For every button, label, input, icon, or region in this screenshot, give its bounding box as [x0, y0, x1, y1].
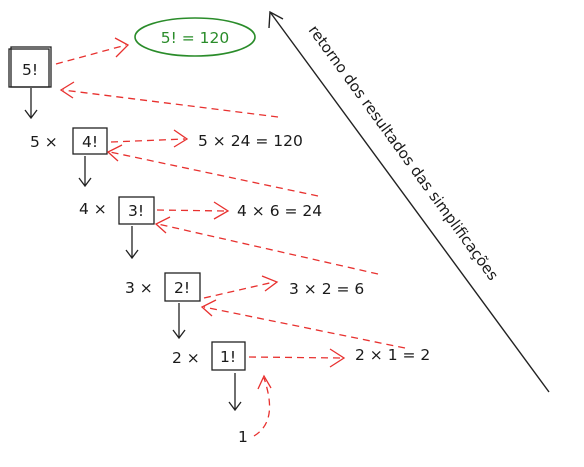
- step4-box: [211, 341, 246, 371]
- down-arrow-root: [24, 88, 38, 120]
- arrow-step1-to-result: [110, 138, 186, 143]
- step3-factor: 3 ×: [125, 279, 153, 297]
- arrow-step3-to-result: [203, 281, 275, 299]
- step2-box-label: 3!: [128, 202, 144, 220]
- root-box-stroke: [10, 46, 52, 88]
- step4-box-label: 1!: [220, 348, 236, 366]
- final-result: 5! = 120: [161, 29, 230, 47]
- down-arrow-step2: [125, 226, 139, 260]
- step3-box: [164, 272, 201, 302]
- step4-result: 2 × 1 = 2: [355, 346, 430, 364]
- return-arrow-to-step4: [253, 377, 271, 437]
- step1-box-label: 4!: [82, 133, 98, 151]
- arrow-step4-to-result: [248, 356, 343, 359]
- step2-factor: 4 ×: [79, 200, 107, 218]
- base-case: 1: [238, 428, 248, 446]
- down-arrow-step1: [78, 156, 92, 188]
- step2-box: [118, 196, 155, 225]
- step3-result: 3 × 2 = 6: [289, 280, 364, 298]
- return-arrow-to-step3: [203, 306, 406, 349]
- step4-factor: 2 ×: [172, 349, 200, 367]
- arrow-root-to-result: [55, 44, 127, 65]
- down-arrow-step4: [228, 373, 242, 412]
- step1-box: [72, 127, 108, 155]
- down-arrow-step3: [172, 303, 186, 340]
- arrow-step2-to-result: [156, 209, 227, 212]
- final-result-ellipse: [134, 17, 256, 57]
- root-label: 5!: [22, 61, 38, 79]
- side-label: retorno dos resultados das simplificaçõe…: [305, 22, 502, 284]
- return-flow-arrow: [269, 11, 550, 393]
- return-arrow-to-step2: [157, 223, 379, 275]
- step2-result: 4 × 6 = 24: [237, 202, 322, 220]
- return-flow-arrowhead: [268, 10, 284, 29]
- step3-box-label: 2!: [174, 279, 190, 297]
- step1-factor: 5 ×: [30, 133, 58, 151]
- return-arrow-to-step1: [109, 151, 319, 197]
- return-arrow-to-root: [62, 89, 279, 118]
- step1-result: 5 × 24 = 120: [198, 132, 303, 150]
